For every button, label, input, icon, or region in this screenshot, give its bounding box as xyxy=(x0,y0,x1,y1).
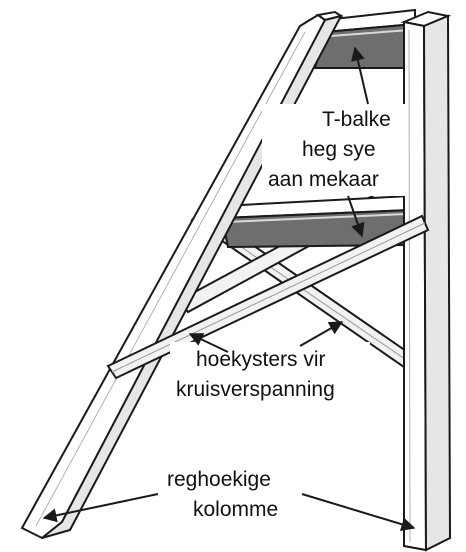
t-beam-arrow-up xyxy=(351,46,369,105)
label-t-beam: T-balke heg sye aan mekaar xyxy=(262,104,408,196)
t-beam-label-line-1: T-balke xyxy=(322,108,391,131)
bracing-label-line-2: kruisverspanning xyxy=(176,378,335,401)
label-columns: reghoekige kolomme xyxy=(160,462,320,521)
bracing-label-line-1: hoekysters vir xyxy=(196,348,326,371)
columns-label-line-2: kolomme xyxy=(193,498,278,521)
t-beam-label-line-3: aan mekaar xyxy=(268,168,379,191)
label-angle-bracing: hoekysters vir kruisverspanning xyxy=(170,342,370,404)
columns-label-line-1: reghoekige xyxy=(167,468,271,491)
t-beam-arrow-down xyxy=(347,195,365,238)
columns-arrow-left xyxy=(42,493,159,523)
right-column xyxy=(400,10,452,552)
bracing-arrow-left xyxy=(188,333,229,353)
columns-arrow-right xyxy=(301,493,416,532)
upper-t-beam xyxy=(313,8,417,69)
t-beam-label-line-2: heg sye xyxy=(302,138,376,161)
cross-brace-front xyxy=(106,214,430,380)
bracing-arrow-right xyxy=(299,321,344,347)
